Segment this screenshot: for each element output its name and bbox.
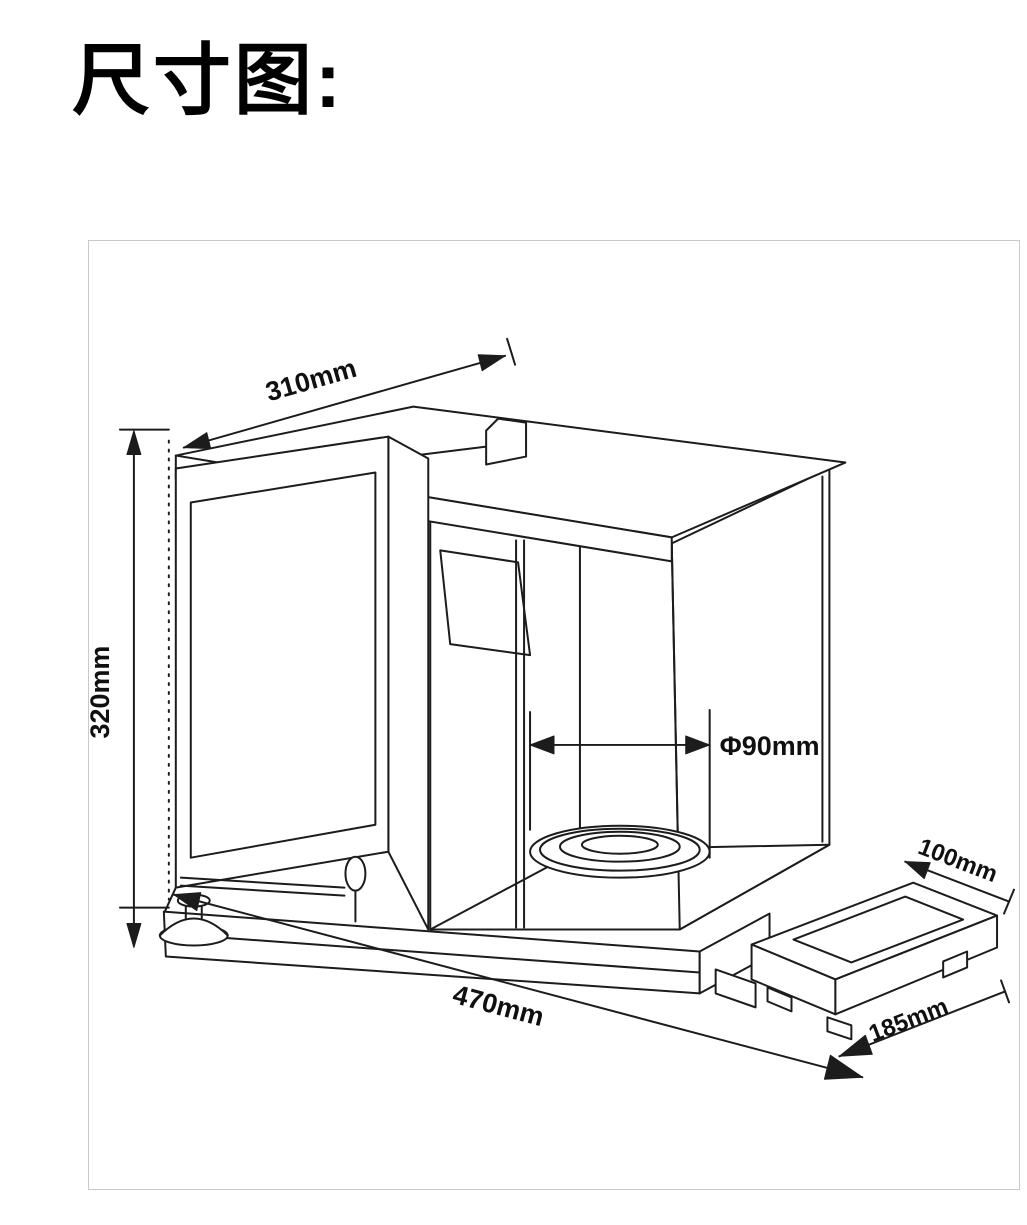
terminal-foot-right <box>942 950 969 979</box>
balance-line-drawing: 310mm 320mm Φ90mm <box>89 337 1016 1080</box>
terminal-bracket <box>714 968 757 1009</box>
foot-dome <box>158 917 229 937</box>
arrowhead <box>529 735 555 755</box>
terminal-foot-left <box>766 986 793 1013</box>
pan-plate <box>558 830 681 863</box>
column-front-face <box>174 435 390 889</box>
terminal-right-side <box>834 914 999 1016</box>
chamber-floor <box>429 843 831 931</box>
terminal-foot-front <box>826 1016 853 1041</box>
arrowhead <box>477 354 506 372</box>
base-step-line <box>163 932 701 974</box>
arrowhead <box>685 735 711 755</box>
dimension-pan-diameter: Φ90mm <box>529 709 820 859</box>
drawing-frame: 310mm 320mm Φ90mm <box>88 240 1020 1190</box>
arrowhead <box>823 1054 863 1080</box>
dimension-label-terminal-depth: 100mm <box>914 833 1001 888</box>
dimension-label-depth: 310mm <box>262 353 360 407</box>
dimension-line <box>172 893 864 1079</box>
arrowhead <box>183 432 212 450</box>
terminal-screen <box>792 895 965 964</box>
door-rail-bottom <box>179 884 346 897</box>
dimension-label-height: 320mm <box>89 646 115 739</box>
column-side-reveal <box>387 435 430 931</box>
arrowhead <box>904 861 931 880</box>
arrowhead <box>126 430 142 456</box>
arrowhead <box>838 1034 873 1057</box>
arrowhead <box>173 892 202 912</box>
weighing-chamber <box>429 444 831 931</box>
arrowhead <box>126 923 142 948</box>
pan-rim <box>539 827 701 872</box>
door-rail-top <box>179 876 346 889</box>
dimension-tick <box>1000 979 1011 1004</box>
door-latch <box>344 855 367 892</box>
glass-reflection <box>439 549 532 657</box>
column-door-panel <box>189 471 377 859</box>
lid-handle <box>485 417 528 466</box>
housing-column <box>163 435 430 931</box>
page-title: 尺寸图: <box>72 36 344 124</box>
dimension-label-terminal-width: 185mm <box>865 993 952 1048</box>
dimension-line <box>182 354 507 449</box>
dimension-tick <box>506 337 517 366</box>
dimension-height: 320mm <box>89 428 170 948</box>
display-terminal <box>750 881 999 1041</box>
dimension-label-pan-diameter: Φ90mm <box>720 731 820 761</box>
pan-center <box>580 834 659 855</box>
dimension-label-width: 470mm <box>450 979 547 1032</box>
dimension-tick <box>1003 888 1016 915</box>
weighing-pan <box>529 824 711 879</box>
